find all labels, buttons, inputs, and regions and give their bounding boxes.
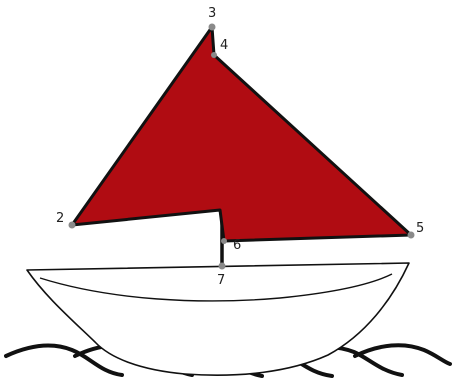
vertex-3	[209, 24, 216, 31]
vertex-5	[408, 232, 415, 239]
point-label-5: 5	[416, 221, 424, 236]
vertex-6	[221, 238, 227, 244]
point-label-7: 7	[217, 273, 225, 288]
point-label-2: 2	[56, 211, 64, 226]
point-label-4: 4	[220, 38, 228, 53]
vertex-2	[69, 222, 76, 229]
sail	[72, 27, 411, 241]
vertex-4	[211, 52, 217, 58]
point-label-3: 3	[208, 6, 216, 21]
point-label-6: 6	[233, 238, 241, 253]
vertex-7	[219, 263, 226, 270]
